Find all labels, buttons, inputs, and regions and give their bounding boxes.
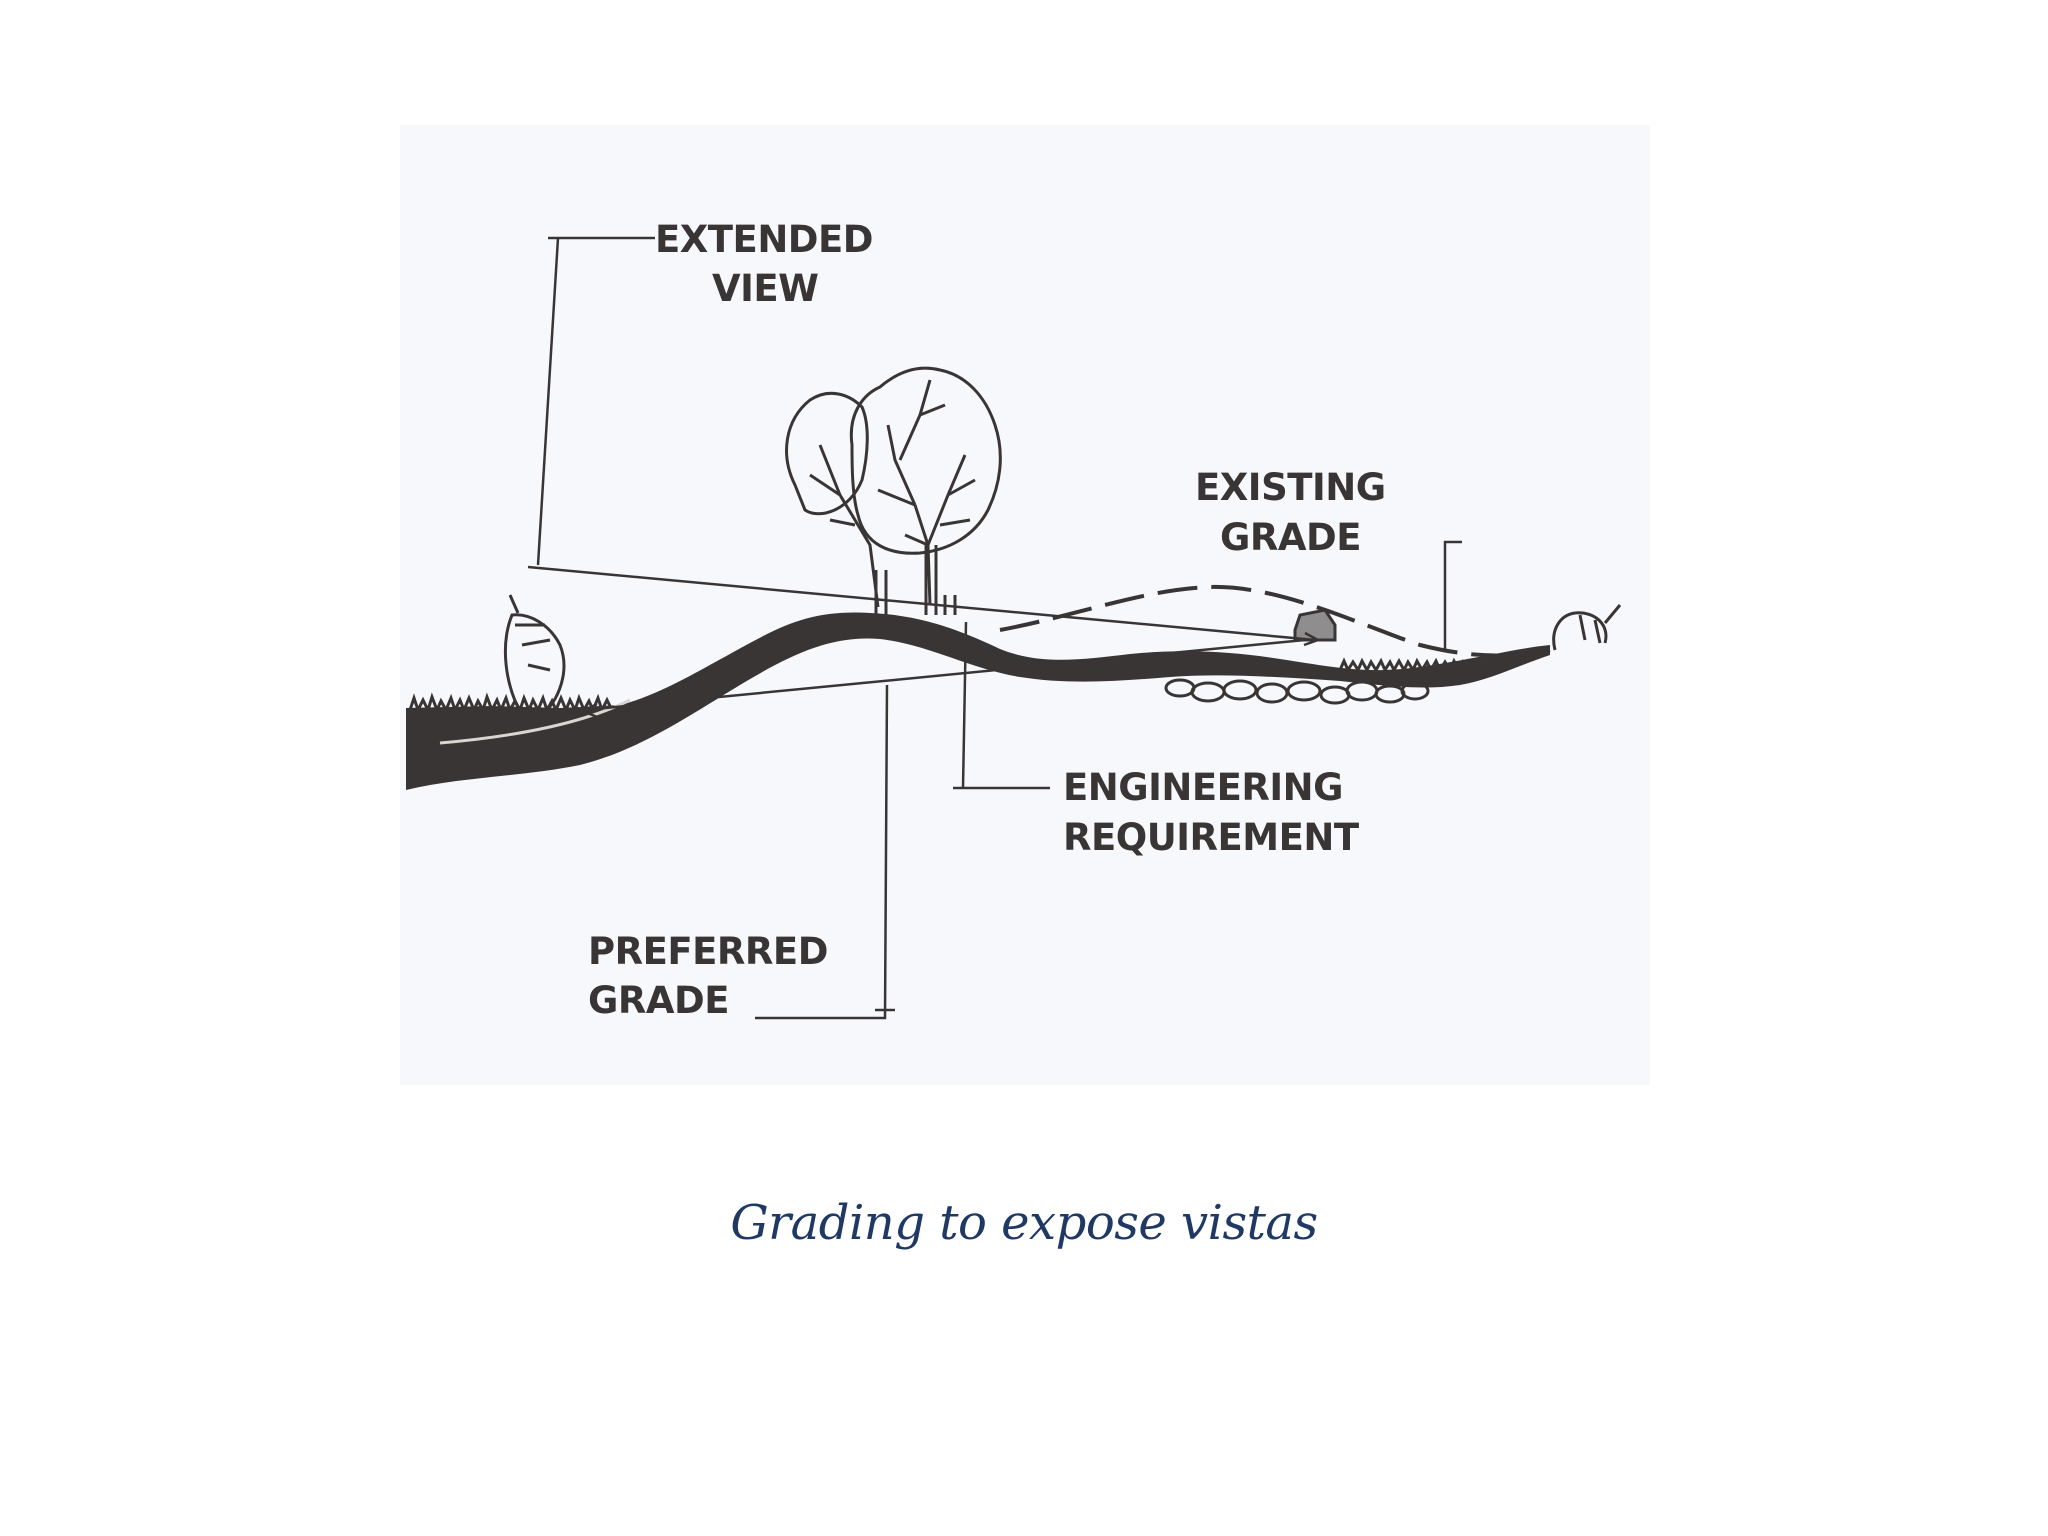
extended-view-sightline [527, 565, 1316, 642]
grass-texture [408, 692, 614, 715]
tree-left-branches [809, 444, 880, 608]
label-preferred-grade: GRADE [588, 979, 729, 1022]
leader-lines [536, 236, 1462, 1020]
ground-section [406, 612, 1550, 790]
label-requirement: REQUIREMENT [1063, 816, 1360, 859]
tree-left-canopy [785, 391, 869, 516]
preferred-grade-leader [755, 684, 895, 1020]
label-extended: EXTENDED [655, 218, 873, 261]
structure-icon [1293, 608, 1337, 642]
boulders [1164, 678, 1430, 705]
engineering-leader [953, 621, 1050, 790]
label-view: VIEW [712, 267, 819, 310]
sight-lines [527, 565, 1322, 719]
grass-texture-right [1338, 657, 1470, 674]
grading-section-sketch: EXTENDED VIEW EXISTING GRADE ENGINEERING… [400, 125, 1650, 1085]
tree-trunks [874, 545, 957, 615]
label-preferred: PREFERRED [588, 930, 828, 973]
label-existing-grade: GRADE [1220, 516, 1361, 559]
label-existing: EXISTING [1195, 466, 1386, 509]
shrub-left [503, 594, 566, 719]
scan-background [400, 125, 1650, 1085]
label-engineering: ENGINEERING [1063, 766, 1343, 809]
existing-grade-leader [1443, 540, 1462, 650]
diagram-labels: EXTENDED VIEW EXISTING GRADE ENGINEERING… [588, 218, 1386, 1022]
tree-branches [877, 379, 976, 606]
grading-diagram: EXTENDED VIEW EXISTING GRADE ENGINEERING… [400, 125, 1650, 1085]
shrub-right [1552, 604, 1622, 651]
existing-grade-line [999, 584, 1551, 658]
tree-group [785, 366, 1002, 615]
tree-right-canopy [849, 366, 1002, 555]
engineering-sightline [584, 638, 1306, 712]
extended-view-leader [536, 236, 655, 566]
figure-caption: Grading to expose vistas [730, 1195, 1318, 1251]
